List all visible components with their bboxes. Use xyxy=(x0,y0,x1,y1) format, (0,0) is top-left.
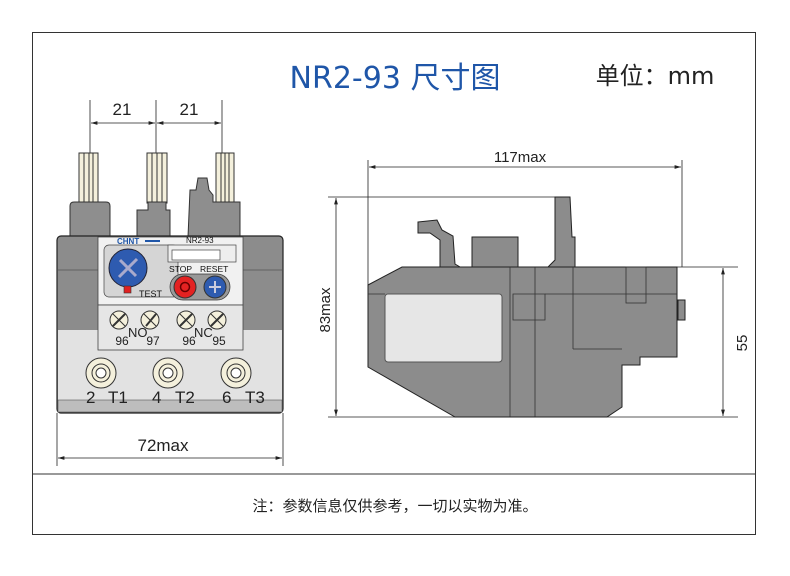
pitch-left-label: 21 xyxy=(113,100,132,119)
width-label: 72max xyxy=(137,436,189,455)
terminal-post xyxy=(546,196,576,268)
width-dimension: 72max xyxy=(56,413,284,466)
pitch-dimension: 21 21 xyxy=(89,100,223,155)
disclaimer-note: 注：参数信息仅供参考，一切以实物为准。 xyxy=(252,497,537,515)
terminal-name: T1 xyxy=(108,388,128,407)
brand-bar xyxy=(145,240,160,242)
no-label: NO xyxy=(128,325,148,340)
aux-terminal-label: 97 xyxy=(146,334,160,348)
aux-terminal-label: 96 xyxy=(182,334,196,348)
top-block xyxy=(471,236,519,268)
side-view: 117max 83max 55 xyxy=(317,149,751,418)
bottom-strip xyxy=(57,399,283,413)
stop-label: STOP xyxy=(169,264,192,274)
brand-logo: CHNT xyxy=(117,237,139,246)
height-label: 83max xyxy=(317,287,334,333)
mounting-hook xyxy=(417,219,462,268)
drawing-frame xyxy=(32,32,756,535)
terminal-number: 6 xyxy=(222,388,231,407)
unit-label: 单位：mm xyxy=(596,62,715,90)
front-view: 21 21 CHNT NR2-93 xyxy=(56,100,284,466)
length-label: 117max xyxy=(494,149,547,166)
aux-terminal-label: 95 xyxy=(212,334,226,348)
nc-label: NC xyxy=(194,325,213,340)
side-window xyxy=(384,293,503,363)
test-label: TEST xyxy=(139,289,163,299)
page-title: NR2-93 尺寸图 xyxy=(290,61,501,96)
reset-label: RESET xyxy=(200,264,228,274)
main-terminal-screws xyxy=(85,357,252,389)
top-terminals xyxy=(69,152,241,238)
stop-button xyxy=(173,275,197,299)
terminal-number: 4 xyxy=(152,388,161,407)
pitch-right-label: 21 xyxy=(180,100,199,119)
test-indicator xyxy=(123,285,132,294)
terminal-name: T2 xyxy=(175,388,195,407)
aux-terminal-label: 96 xyxy=(115,334,129,348)
terminal-number: 2 xyxy=(86,388,95,407)
model-label: NR2-93 xyxy=(186,236,214,245)
terminal-name: T3 xyxy=(245,388,265,407)
side-button xyxy=(677,299,686,321)
mount-height-label: 55 xyxy=(734,335,751,352)
aux-screws xyxy=(109,310,227,330)
dial-cross-icon xyxy=(117,257,139,279)
